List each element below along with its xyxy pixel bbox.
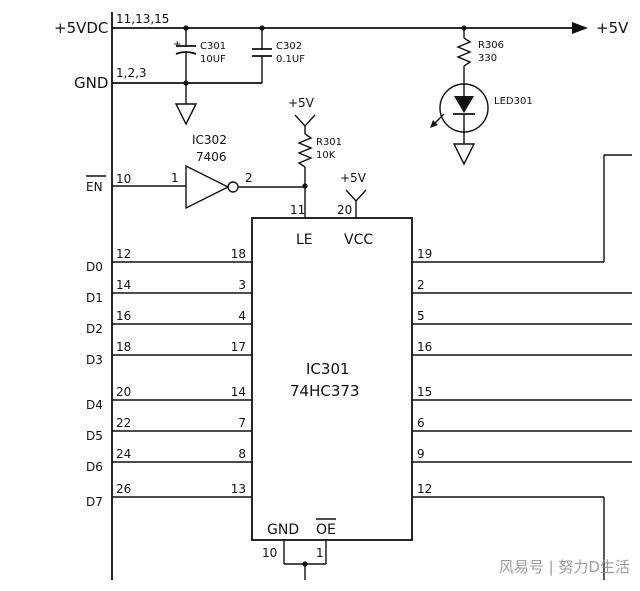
chip-input-pin: 4 [238, 309, 246, 323]
connector-pin: 18 [116, 340, 131, 354]
input-name: D7 [86, 495, 103, 509]
input-name: D4 [86, 398, 103, 412]
c301-value: 10UF [200, 54, 226, 65]
input-name: D1 [86, 291, 103, 305]
c302-ref: C302 [276, 41, 302, 52]
c301-ref: C301 [200, 41, 226, 52]
capacitor-c302: C302 0.1UF [252, 28, 305, 83]
led-ref: LED301 [494, 96, 533, 107]
c302-value: 0.1UF [276, 54, 305, 65]
resistor-r301 [297, 133, 313, 168]
chip-input-pin: 8 [238, 447, 246, 461]
inverter-icon [185, 164, 230, 210]
vdc-pins: 11,13,15 [116, 12, 169, 26]
connector-pin: 20 [116, 385, 131, 399]
out-5v-label: +5V [596, 19, 629, 37]
le-pin-number: 11 [290, 203, 305, 217]
gnd-pins: 1,2,3 [116, 66, 147, 80]
chip-output-pin: 12 [417, 482, 432, 496]
input-name: D6 [86, 460, 103, 474]
watermark: 风易号 | 努力D生活 [498, 558, 630, 576]
vcc-plus-5v: +5V [340, 171, 367, 185]
chip-input-pin: 14 [231, 385, 246, 399]
chip-output-pin: 6 [417, 416, 425, 430]
input-name: D0 [86, 260, 103, 274]
connector-pin: 12 [116, 247, 131, 261]
ic302-part: 7406 [196, 150, 227, 164]
vcc-pin-number: 20 [337, 203, 352, 217]
input-name: D5 [86, 429, 103, 443]
en-label: EN [86, 180, 103, 194]
enable-section: +5V R301 10K IC302 7406 EN 10 1 2 [86, 96, 342, 218]
rail-arrow-icon [572, 22, 588, 34]
supply-arrow-icon [345, 189, 367, 203]
supply-arrow-icon [294, 114, 316, 128]
chip-output-pin: 19 [417, 247, 432, 261]
chip-output-pin: 9 [417, 447, 425, 461]
r301-value: 10K [316, 150, 336, 161]
junction-dot [302, 183, 308, 189]
chip-output-pin: 2 [417, 278, 425, 292]
chip-output-pin: 16 [417, 340, 432, 354]
le-label: LE [296, 232, 313, 248]
r301-plus-5v: +5V [288, 96, 315, 110]
chip-input-pin: 13 [231, 482, 246, 496]
cap-plus-sign: + [173, 39, 181, 50]
input-name: D2 [86, 322, 103, 336]
oe-pin-label: OE [316, 522, 336, 538]
resistor-r306: R306 330 [456, 28, 504, 84]
capacitor-c301: + C301 10UF [173, 28, 226, 83]
chip-input-pin: 3 [238, 278, 246, 292]
ic301-part: 74HC373 [290, 382, 359, 400]
r306-value: 330 [478, 53, 497, 64]
connector-pin: 16 [116, 309, 131, 323]
chip-input-pin: 17 [231, 340, 246, 354]
data-output-lines: 19 2 5 16 15 6 9 12 [412, 247, 632, 498]
ground-symbol-icon [452, 140, 476, 166]
ic301-body [251, 217, 413, 541]
gnd-label: GND [74, 74, 108, 92]
gnd-pin-label: GND [267, 522, 299, 538]
ic302-ref: IC302 [192, 133, 227, 147]
vdc-label: +5VDC [54, 19, 108, 37]
ic301-chip: 11 LE 20 VCC +5V IC301 74HC373 GND OE 10… [251, 171, 413, 580]
led-icon: LED301 [430, 83, 533, 140]
en-pin: 10 [116, 172, 131, 186]
connector-pin: 26 [116, 482, 131, 496]
junction-dot [302, 561, 308, 567]
connector-pin: 14 [116, 278, 131, 292]
ic302-output-pin: 2 [245, 171, 253, 185]
gnd-pin-number: 10 [262, 546, 277, 560]
chip-input-pin: 18 [231, 247, 246, 261]
connector-pin: 22 [116, 416, 131, 430]
input-name: D3 [86, 353, 103, 367]
chip-input-pin: 7 [238, 416, 246, 430]
ic302-input-pin: 1 [171, 171, 179, 185]
r301-ref: R301 [316, 137, 342, 148]
r306-ref: R306 [478, 40, 504, 51]
ic301-ref: IC301 [306, 360, 350, 378]
oe-pin-number: 1 [316, 546, 324, 560]
chip-output-pin: 5 [417, 309, 425, 323]
connector-pin: 24 [116, 447, 131, 461]
ground-symbol-icon [174, 83, 198, 126]
vcc-label: VCC [344, 232, 373, 248]
chip-output-pin: 15 [417, 385, 432, 399]
power-section: +5VDC 11,13,15 +5V GND 1,2,3 + C301 10UF [54, 12, 629, 580]
